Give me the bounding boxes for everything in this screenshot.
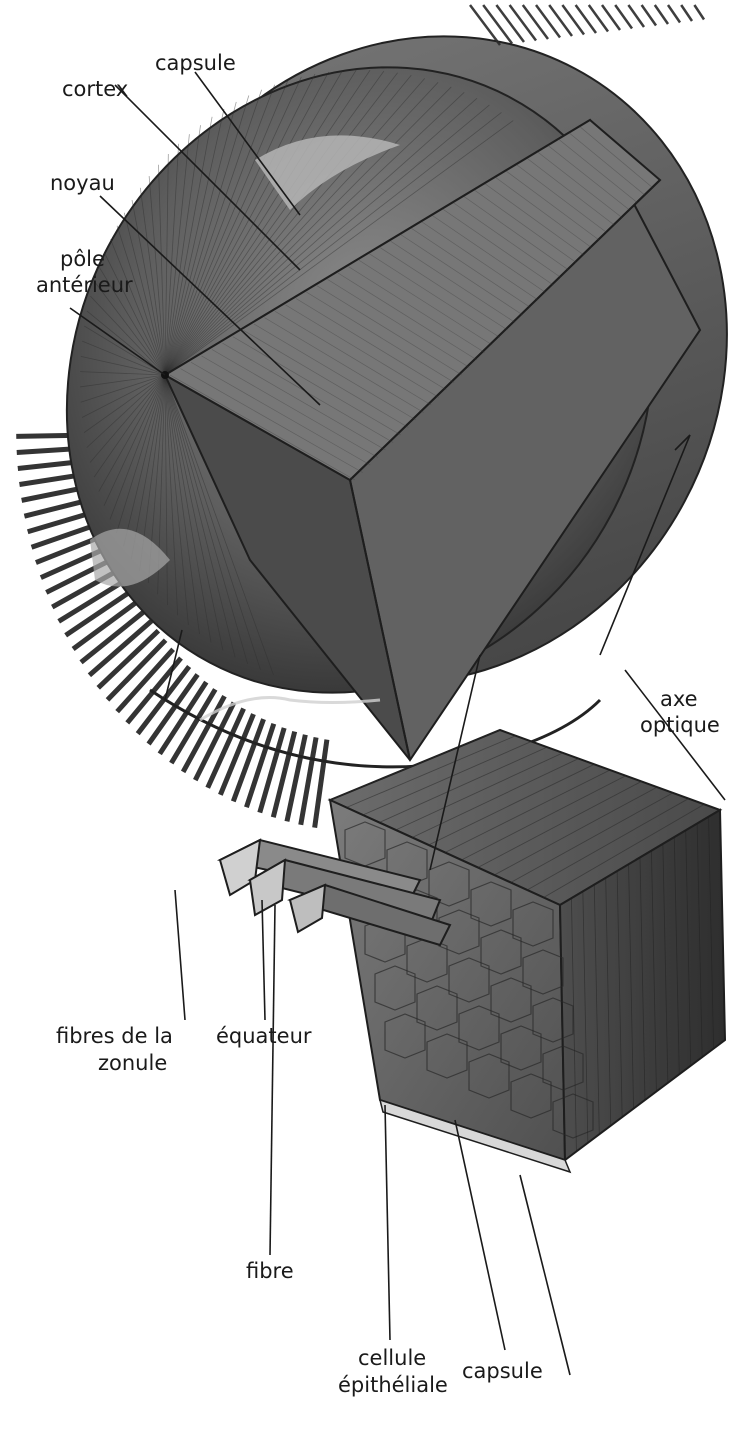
top-zonule-fibres (470, 5, 704, 45)
label-pole-line1: pôle (60, 247, 105, 271)
label-cellule-line2: épithéliale (338, 1373, 448, 1397)
label-pole-line2: antérieur (36, 273, 133, 297)
label-equateur: équateur (216, 1024, 312, 1048)
label-cellule-line1: cellule (358, 1346, 426, 1370)
label-capsule-top: capsule (155, 51, 236, 75)
label-fibres-line2: zonule (98, 1051, 167, 1075)
label-cortex: cortex (62, 77, 128, 101)
magnified-block (220, 730, 725, 1172)
label-capsule-bottom: capsule (462, 1359, 543, 1383)
label-fibres-line1: fibres de la (56, 1024, 173, 1048)
label-noyau: noyau (50, 171, 115, 195)
label-axe-line1: axe (660, 687, 698, 711)
label-axe-line2: optique (640, 713, 720, 737)
label-fibre: fibre (246, 1259, 294, 1283)
